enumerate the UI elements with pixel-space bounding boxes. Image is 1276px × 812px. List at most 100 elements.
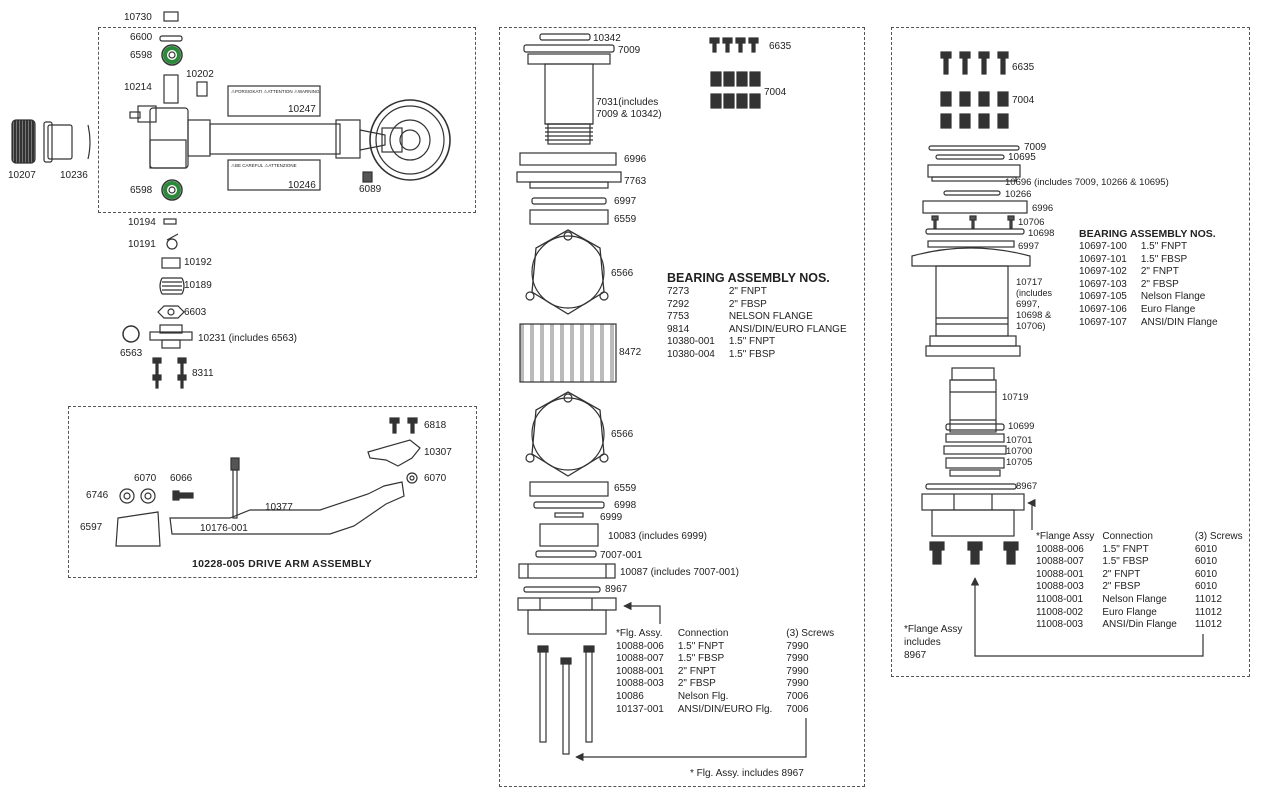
label-7763: 7763 <box>624 176 647 187</box>
label-6635: 6635 <box>769 41 792 52</box>
label-6559-top: 6559 <box>614 214 637 225</box>
label-7031-b: 7009 & 10342) <box>596 109 662 120</box>
label-10698: 10698 <box>1028 228 1055 239</box>
label-10717-a: 10717 <box>1016 277 1043 288</box>
label-6066: 6066 <box>170 473 193 484</box>
part-10194 <box>163 218 177 225</box>
label-6603: 6603 <box>184 307 207 318</box>
part-6600 <box>159 35 183 42</box>
part-10699 <box>945 423 1005 431</box>
bearing-c-cell: 2" FBSP <box>1140 278 1179 290</box>
label-6070-right: 6070 <box>424 473 447 484</box>
label-6600: 6600 <box>130 32 153 43</box>
sleeve-6597 <box>115 511 161 547</box>
label-10247: 10247 <box>288 104 316 115</box>
part-10231 <box>149 324 193 349</box>
screws-b <box>537 645 595 755</box>
bearing-assembly-box-right <box>891 27 1250 677</box>
part-10192 <box>161 257 181 269</box>
arm-10176 <box>169 481 405 535</box>
flange-b-cell: 7006 <box>786 690 809 702</box>
drive-arm-title: 10228-005 DRIVE ARM ASSEMBLY <box>192 558 372 570</box>
bearing-b-cell: 10380-004 <box>667 348 715 360</box>
part-8967-c <box>925 483 1017 490</box>
bearing-c-cell: 1.5" FBSP <box>1140 253 1188 265</box>
label-10231: 10231 (includes 6563) <box>198 333 297 344</box>
label-7004-c: 7004 <box>1012 95 1035 106</box>
swivel-body <box>129 105 386 169</box>
flange-b-cell: Nelson Flg. <box>677 690 729 702</box>
shaft-7031 <box>527 53 611 145</box>
label-10236: 10236 <box>60 170 88 181</box>
label-7004: 7004 <box>764 87 787 98</box>
washer-6070-right <box>406 472 418 484</box>
part-10730 <box>163 11 179 22</box>
bearing-assembly-title-c: BEARING ASSEMBLY NOS. <box>1079 228 1216 240</box>
flange-c-cell: 2" FBSP <box>1102 581 1141 593</box>
label-10717-e: 10706) <box>1016 321 1046 332</box>
part-10202 <box>196 81 208 97</box>
label-6996: 6996 <box>624 154 647 165</box>
label-10214: 10214 <box>124 82 152 93</box>
flange-c-cell: Nelson Flange <box>1102 593 1167 605</box>
label-6818: 6818 <box>424 420 447 431</box>
drive-wheel <box>369 99 451 181</box>
bushing-10236 <box>43 121 73 163</box>
flange-c-cell: 6010 <box>1194 543 1218 555</box>
part-6089 <box>362 171 373 183</box>
flange-c-cell: Euro Flange <box>1102 606 1157 618</box>
bearing-b-cell: 1.5" FNPT <box>728 336 776 348</box>
label-6598-top: 6598 <box>130 50 153 61</box>
label-6089: 6089 <box>359 184 382 195</box>
flange-c-cell: 2" FNPT <box>1102 568 1141 580</box>
label-10696: 10696 (includes 7009, 10266 & 10695) <box>1005 177 1169 188</box>
bearing-c-cell: Nelson Flange <box>1140 291 1206 303</box>
flange-c-cell: 6010 <box>1194 556 1218 568</box>
flange-c-cell: 11008-001 <box>1036 593 1084 605</box>
label-7009: 7009 <box>618 45 641 56</box>
seals-10701-10705 <box>943 433 1007 477</box>
label-10266: 10266 <box>1005 189 1032 200</box>
flange-note-c: 8967 <box>904 650 927 661</box>
flange-b-cell: 7990 <box>786 678 809 690</box>
pins-10706 <box>931 215 1015 229</box>
bearing-b-cell: NELSON FLANGE <box>728 311 813 323</box>
label-10192: 10192 <box>184 257 212 268</box>
arrow-screws-b <box>575 718 807 762</box>
flange-b-cell: ANSI/DIN/EURO Flg. <box>677 703 773 715</box>
panel-a-parts <box>11 11 451 389</box>
label-10700: 10700 <box>1006 446 1033 457</box>
part-6998 <box>533 501 605 509</box>
flange-b-cell: 7006 <box>786 703 809 715</box>
panel-c-parts <box>911 51 1204 657</box>
washer-6746 <box>119 488 135 504</box>
part-6559-top <box>529 209 609 225</box>
bearing-c-cell: 10697-102 <box>1079 266 1127 278</box>
label-10087: 10087 (includes 7007-001) <box>620 567 739 578</box>
label-6997-c: 6997 <box>1018 241 1040 252</box>
label-10699: 10699 <box>1008 421 1035 432</box>
label-10701: 10701 <box>1006 435 1033 446</box>
drive-arm-box <box>68 406 477 578</box>
